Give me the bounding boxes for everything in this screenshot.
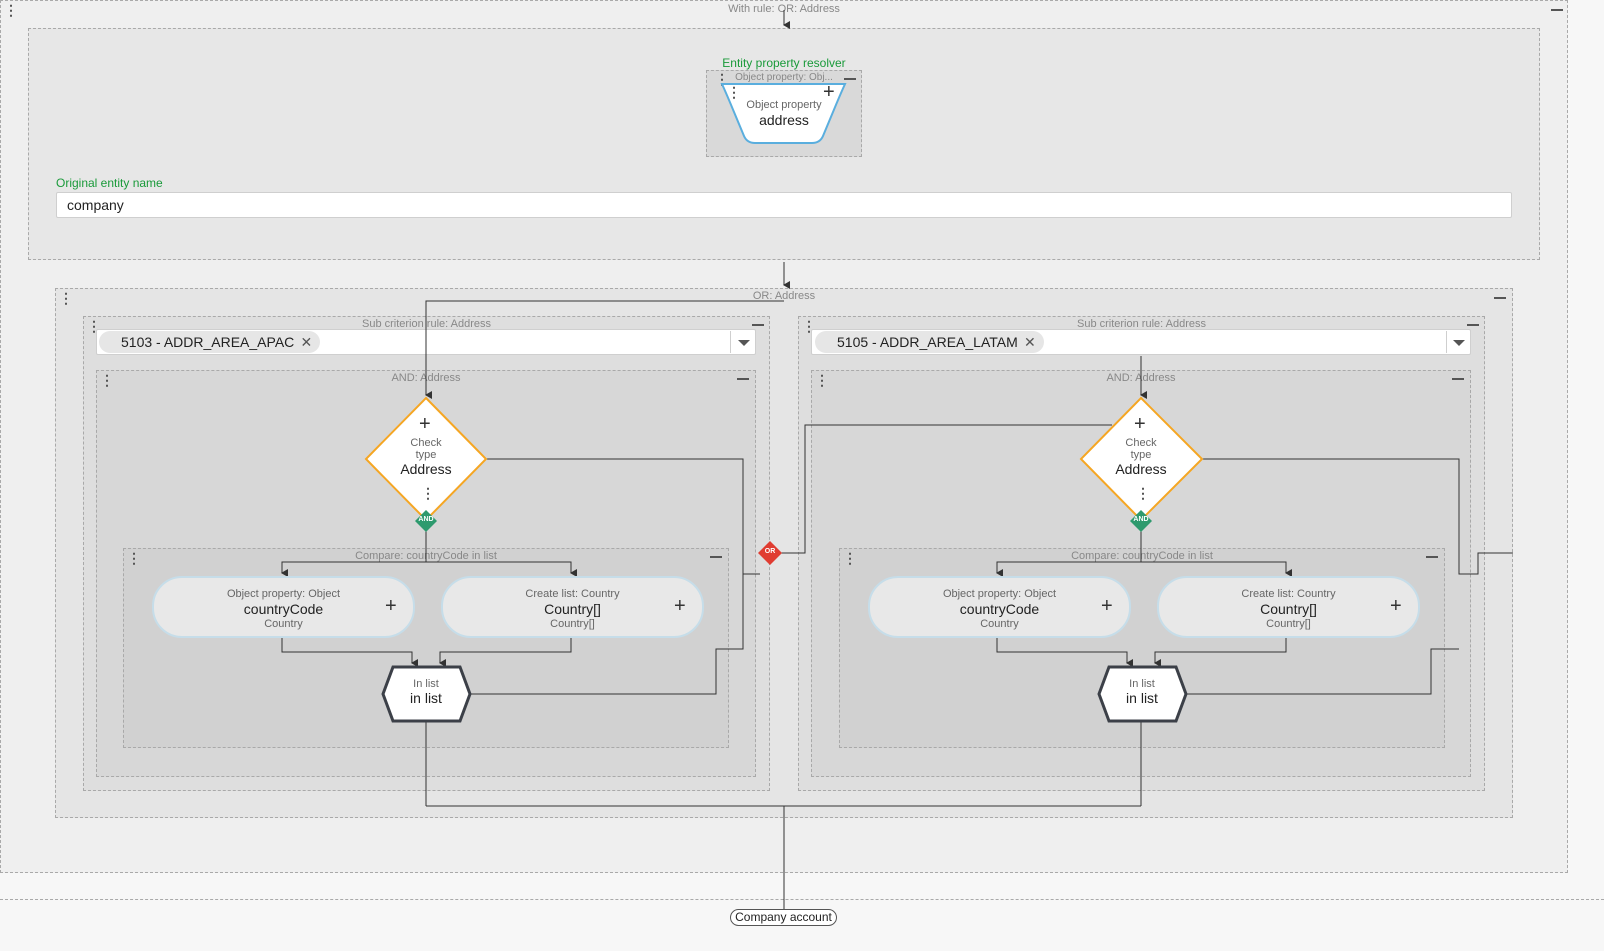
- outer-rule-title: With rule: OR: Address: [728, 3, 840, 15]
- left-check-l3: Address: [400, 461, 452, 477]
- left-and-collapse-icon[interactable]: [737, 378, 749, 380]
- resolver-node-add-icon[interactable]: +: [823, 81, 835, 103]
- or-badge-shape: [758, 541, 782, 565]
- right-list-top: Create list: Country: [1241, 588, 1336, 600]
- left-list-top: Create list: Country: [525, 588, 620, 600]
- left-check-l2: type: [415, 449, 437, 461]
- left-compare-kebab-icon[interactable]: ⋮: [127, 550, 141, 566]
- right-prop-add-icon[interactable]: +: [1101, 595, 1113, 617]
- company-account-node[interactable]: Company account: [730, 909, 837, 926]
- left-select-dropdown-icon[interactable]: [738, 340, 750, 346]
- left-compare-collapse-icon[interactable]: [710, 556, 722, 558]
- left-list-node[interactable]: Create list: Country Country[] Country[]…: [441, 576, 704, 638]
- right-check-l2: type: [1130, 449, 1152, 461]
- left-sub-collapse-icon[interactable]: [752, 324, 764, 326]
- left-prop-main: countryCode: [243, 601, 324, 617]
- right-list-add-icon[interactable]: +: [1390, 595, 1402, 617]
- left-criterion-chip[interactable]: 5103 - ADDR_AREA_APAC ✕: [99, 331, 321, 353]
- right-chip-label: 5105 - ADDR_AREA_LATAM: [837, 334, 1018, 350]
- right-list-bottom: Country[]: [1266, 618, 1311, 630]
- outer-collapse-icon[interactable]: [1551, 9, 1563, 11]
- right-and-badge: AND: [1133, 516, 1149, 523]
- or-group-kebab-icon[interactable]: ⋮: [59, 290, 73, 306]
- left-and-badge: AND: [418, 516, 434, 523]
- outer-kebab-icon[interactable]: ⋮: [4, 2, 18, 18]
- right-compare-title: Compare: countryCode in list: [1071, 550, 1213, 562]
- left-and-badge-shape: [415, 510, 437, 532]
- right-check-add-icon[interactable]: +: [1134, 413, 1146, 435]
- right-chip-remove-icon[interactable]: ✕: [1024, 334, 1036, 350]
- entity-name-input[interactable]: company: [56, 192, 1512, 218]
- left-prop-top: Object property: Object: [226, 588, 341, 600]
- right-prop-top: Object property: Object: [942, 588, 1057, 600]
- left-list-bottom: Country[]: [550, 618, 595, 630]
- right-prop-main: countryCode: [959, 601, 1040, 617]
- resolver-kebab-icon[interactable]: ⋮: [715, 71, 729, 87]
- left-and-kebab-icon[interactable]: ⋮: [100, 372, 114, 388]
- right-list-main: Country[]: [1260, 601, 1317, 617]
- right-prop-node[interactable]: Object property: Object countryCode Coun…: [868, 576, 1131, 638]
- left-check-kebab-icon[interactable]: ⋮: [421, 485, 435, 501]
- or-badge: OR: [764, 548, 776, 555]
- right-criterion-chip[interactable]: 5105 - ADDR_AREA_LATAM ✕: [815, 331, 1044, 353]
- entity-name-label: Original entity name: [56, 176, 163, 190]
- left-list-main: Country[]: [544, 601, 601, 617]
- left-prop-bottom: Country: [264, 618, 303, 630]
- right-sub-title: Sub criterion rule: Address: [1076, 318, 1206, 330]
- right-check-l3: Address: [1115, 461, 1167, 477]
- left-inlist-hex: [381, 665, 472, 723]
- right-prop-bottom: Country: [980, 618, 1019, 630]
- resolver-node-sub: Object property: [746, 99, 822, 111]
- resolver-node-kebab-icon[interactable]: ⋮: [727, 84, 741, 100]
- resolver-label: Entity property resolver: [722, 56, 846, 70]
- left-inlist-top: In list: [413, 678, 439, 690]
- left-check-add-icon[interactable]: +: [419, 413, 431, 435]
- right-inlist-main: in list: [1126, 690, 1158, 706]
- right-check-label[interactable]: Check type Address: [1101, 437, 1181, 477]
- right-compare-collapse-icon[interactable]: [1426, 556, 1438, 558]
- left-check-l1: Check: [410, 437, 442, 449]
- left-inlist-main: in list: [410, 690, 442, 706]
- right-check-l1: Check: [1125, 437, 1157, 449]
- right-and-badge-shape: [1130, 510, 1152, 532]
- right-and-collapse-icon[interactable]: [1452, 378, 1464, 380]
- right-list-node[interactable]: Create list: Country Country[] Country[]…: [1157, 576, 1420, 638]
- left-inlist-node[interactable]: In list in list: [386, 678, 466, 706]
- resolver-box-title: Object property: Obj...: [735, 72, 833, 83]
- resolver-collapse-icon[interactable]: [844, 78, 856, 80]
- left-select-divider: [730, 331, 731, 353]
- right-check-kebab-icon[interactable]: ⋮: [1136, 485, 1150, 501]
- left-prop-add-icon[interactable]: +: [385, 595, 397, 617]
- resolver-node-label[interactable]: Object property address: [735, 99, 833, 128]
- right-inlist-top: In list: [1129, 678, 1155, 690]
- left-chip-label: 5103 - ADDR_AREA_APAC: [121, 334, 295, 350]
- right-sub-collapse-icon[interactable]: [1467, 324, 1479, 326]
- left-list-add-icon[interactable]: +: [674, 595, 686, 617]
- resolver-node-main: address: [759, 112, 809, 128]
- or-group-title: OR: Address: [752, 290, 816, 302]
- footer-band: [0, 899, 1604, 951]
- left-chip-remove-icon[interactable]: ✕: [300, 334, 313, 350]
- right-and-kebab-icon[interactable]: ⋮: [815, 372, 829, 388]
- right-compare-kebab-icon[interactable]: ⋮: [843, 550, 857, 566]
- right-inlist-node[interactable]: In list in list: [1102, 678, 1182, 706]
- left-prop-node[interactable]: Object property: Object countryCode Coun…: [152, 576, 415, 638]
- left-check-label[interactable]: Check type Address: [386, 437, 466, 477]
- right-inlist-hex: [1097, 665, 1188, 723]
- or-group-collapse-icon[interactable]: [1494, 297, 1506, 299]
- right-select-dropdown-icon[interactable]: [1453, 340, 1465, 346]
- right-select-divider: [1446, 331, 1447, 353]
